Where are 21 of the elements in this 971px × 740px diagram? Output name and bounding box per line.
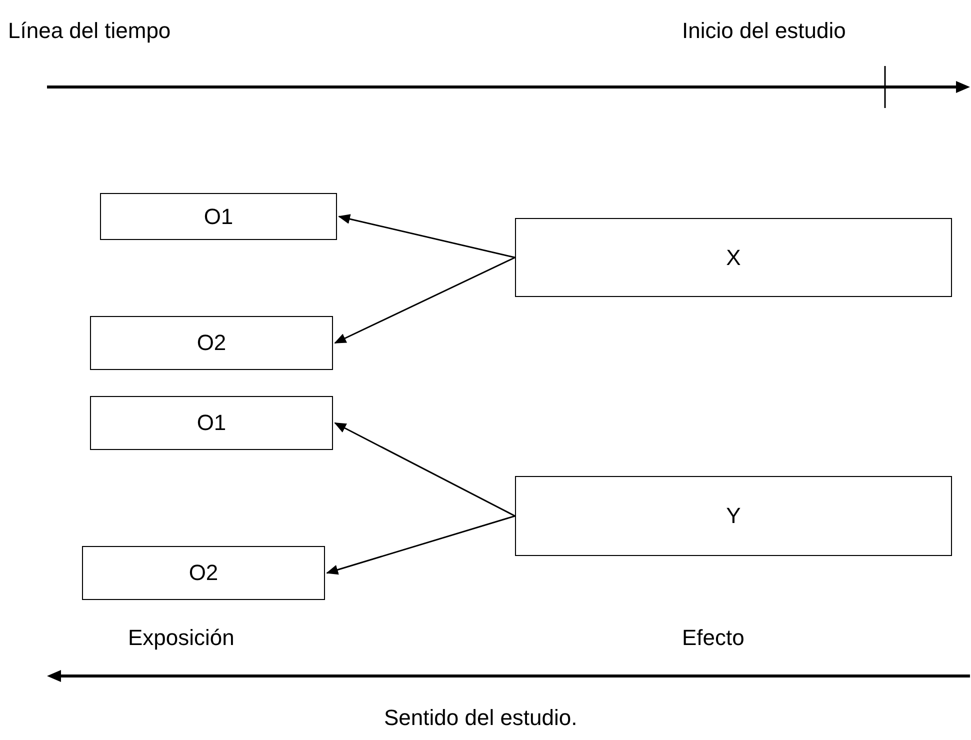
- box: [100, 193, 337, 240]
- text-label: Sentido del estudio.: [384, 705, 578, 731]
- text-label: Exposición: [128, 625, 234, 651]
- arrow: [334, 422, 516, 517]
- box-label: X: [726, 244, 741, 270]
- box: [515, 476, 952, 556]
- arrow: [334, 256, 516, 344]
- box-label: O1: [204, 204, 234, 230]
- box-label: Y: [726, 503, 741, 529]
- arrow: [326, 515, 516, 575]
- box: [90, 316, 333, 370]
- arrow: [338, 214, 516, 258]
- box: [82, 546, 325, 600]
- text-label: Línea del tiempo: [8, 18, 171, 44]
- box-label: O1: [196, 410, 226, 436]
- text-label: Inicio del estudio: [682, 18, 846, 44]
- text-label: Efecto: [682, 625, 744, 651]
- box-label: O2: [196, 330, 226, 356]
- box: [515, 218, 952, 297]
- box-label: O2: [188, 560, 218, 586]
- box: [90, 396, 333, 450]
